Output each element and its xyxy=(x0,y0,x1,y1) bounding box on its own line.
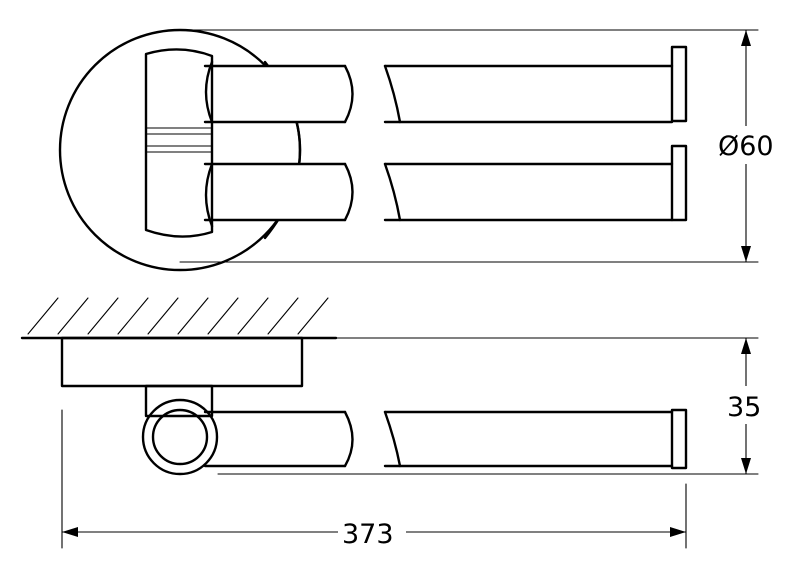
upper-arm xyxy=(203,45,688,124)
top-view: Ø60 xyxy=(58,28,778,272)
depth-dimension: 35 xyxy=(217,337,772,475)
flange-block xyxy=(60,336,304,388)
length-dimension: 373 xyxy=(61,409,687,550)
wall-hatching xyxy=(20,297,338,340)
depth-label: 35 xyxy=(727,392,761,423)
lower-arm xyxy=(203,144,688,222)
diameter-dimension: Ø60 xyxy=(179,29,778,263)
side-pivot xyxy=(141,384,219,476)
length-label: 373 xyxy=(342,519,394,550)
side-view: 35 373 xyxy=(20,297,772,550)
diameter-label: Ø60 xyxy=(718,131,774,162)
side-arm xyxy=(203,408,688,470)
pivot-body xyxy=(144,48,214,238)
